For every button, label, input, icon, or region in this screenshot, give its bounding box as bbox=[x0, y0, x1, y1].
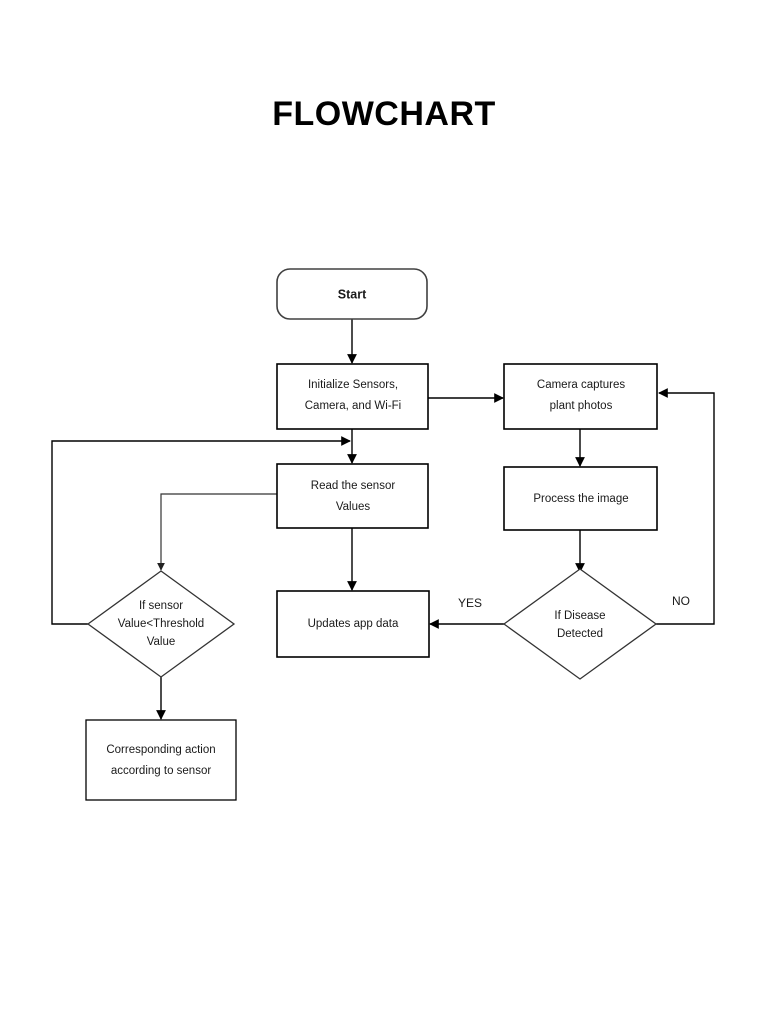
node-corresponding-action-label-line1: Corresponding action bbox=[106, 744, 215, 756]
node-camera-capture-label-line2: plant photos bbox=[550, 400, 613, 412]
node-initialize-shape bbox=[276, 363, 429, 430]
node-start-shape bbox=[276, 268, 428, 320]
node-disease-decision-label-line1: If Disease bbox=[554, 610, 605, 622]
node-updates-app-data-shape bbox=[276, 590, 430, 658]
node-sensor-threshold-decision-shape bbox=[86, 570, 236, 678]
node-read-sensor-values-label-line2: Values bbox=[336, 501, 371, 513]
node-sensor-threshold-decision-label-line2: Value<Threshold bbox=[118, 618, 204, 630]
node-start-label: Start bbox=[338, 287, 367, 301]
edge-read-to-sensor-decision bbox=[157, 493, 277, 571]
edge-sensor-decision-loopback-to-read bbox=[51, 436, 351, 625]
node-process-image-label: Process the image bbox=[533, 493, 628, 505]
node-corresponding-action-label-line2: according to sensor bbox=[111, 765, 212, 777]
node-read-sensor-values-label-line1: Read the sensor bbox=[311, 480, 396, 492]
node-corresponding-action[interactable]: Corresponding action according to sensor bbox=[85, 719, 237, 801]
node-camera-capture[interactable]: Camera captures plant photos bbox=[503, 363, 658, 430]
node-process-image[interactable]: Process the image bbox=[503, 466, 658, 531]
node-initialize[interactable]: Initialize Sensors, Camera, and Wi-Fi bbox=[276, 363, 429, 430]
node-process-image-shape bbox=[503, 466, 658, 531]
node-start[interactable]: Start bbox=[276, 268, 428, 320]
node-sensor-threshold-decision-label-line1: If sensor bbox=[139, 600, 183, 612]
node-camera-capture-shape bbox=[503, 363, 658, 430]
node-disease-decision-label-line2: Detected bbox=[557, 628, 603, 640]
page-title: FLOWCHART bbox=[272, 95, 496, 133]
node-disease-decision[interactable]: If Disease Detected bbox=[502, 568, 658, 680]
node-updates-app-data-label: Updates app data bbox=[308, 618, 399, 630]
edge-disease-no-to-camera bbox=[656, 388, 715, 625]
node-initialize-label-line2: Camera, and Wi-Fi bbox=[305, 400, 402, 412]
node-initialize-label-line1: Initialize Sensors, bbox=[308, 379, 398, 391]
node-sensor-threshold-decision[interactable]: If sensor Value<Threshold Value bbox=[86, 570, 236, 678]
node-corresponding-action-shape bbox=[85, 719, 237, 801]
edge-label-yes: YES bbox=[458, 596, 482, 610]
edge-label-no: NO bbox=[672, 594, 690, 608]
node-camera-capture-label-line1: Camera captures bbox=[537, 379, 625, 391]
node-read-sensor-values-shape bbox=[276, 463, 429, 529]
node-read-sensor-values[interactable]: Read the sensor Values bbox=[276, 463, 429, 529]
node-updates-app-data[interactable]: Updates app data bbox=[276, 590, 430, 658]
node-disease-decision-shape bbox=[502, 568, 658, 680]
node-sensor-threshold-decision-label-line3: Value bbox=[147, 636, 176, 648]
